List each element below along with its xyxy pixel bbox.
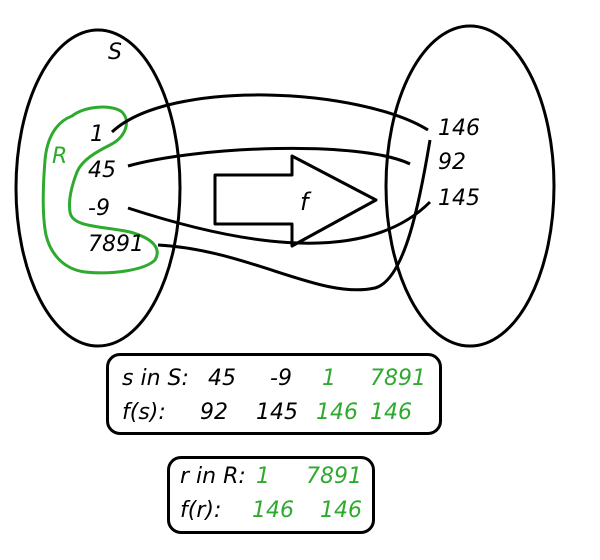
domain-element: 7891 bbox=[88, 232, 144, 257]
table-s-value: -9 bbox=[270, 366, 292, 391]
codomain-element: 92 bbox=[438, 150, 466, 175]
codomain-element: 145 bbox=[438, 186, 480, 211]
mapping-neg9-to-145 bbox=[127, 200, 432, 245]
subset-r-boundary bbox=[41, 105, 159, 275]
table-s-value: 45 bbox=[208, 366, 236, 391]
table-r-row-label: f(r): bbox=[180, 498, 222, 523]
codomain-ellipse bbox=[384, 24, 556, 348]
set-s-ellipse bbox=[14, 28, 182, 348]
table-s-header-label: s in S: bbox=[122, 366, 189, 391]
table-r-fvalue: 146 bbox=[320, 498, 362, 523]
table-s-fvalue: 146 bbox=[370, 400, 412, 425]
table-r-value: 1 bbox=[256, 464, 270, 489]
table-s-row-label: f(s): bbox=[122, 400, 166, 425]
table-s-fvalue: 92 bbox=[200, 400, 228, 425]
table-r-fvalue: 146 bbox=[252, 498, 294, 523]
mapping-45-to-92 bbox=[127, 146, 411, 168]
table-s-value: 7891 bbox=[370, 366, 426, 391]
table-s-fvalue: 145 bbox=[256, 400, 298, 425]
domain-element: 1 bbox=[90, 122, 104, 147]
mapping-7891-to-146 bbox=[157, 139, 432, 292]
table-r-value: 7891 bbox=[306, 464, 362, 489]
mapping-1-to-146 bbox=[110, 93, 429, 134]
table-r-box bbox=[167, 456, 375, 534]
function-label: f bbox=[300, 188, 309, 216]
codomain-element: 146 bbox=[438, 116, 480, 141]
set-s-label: S bbox=[108, 40, 122, 65]
table-s-value: 1 bbox=[322, 366, 336, 391]
table-r-header-label: r in R: bbox=[180, 464, 246, 489]
domain-element: -9 bbox=[88, 196, 110, 221]
subset-r-label: R bbox=[52, 144, 68, 169]
domain-element: 45 bbox=[88, 158, 116, 183]
table-s-box bbox=[106, 353, 442, 435]
function-arrow bbox=[213, 154, 378, 248]
table-s-fvalue: 146 bbox=[316, 400, 358, 425]
